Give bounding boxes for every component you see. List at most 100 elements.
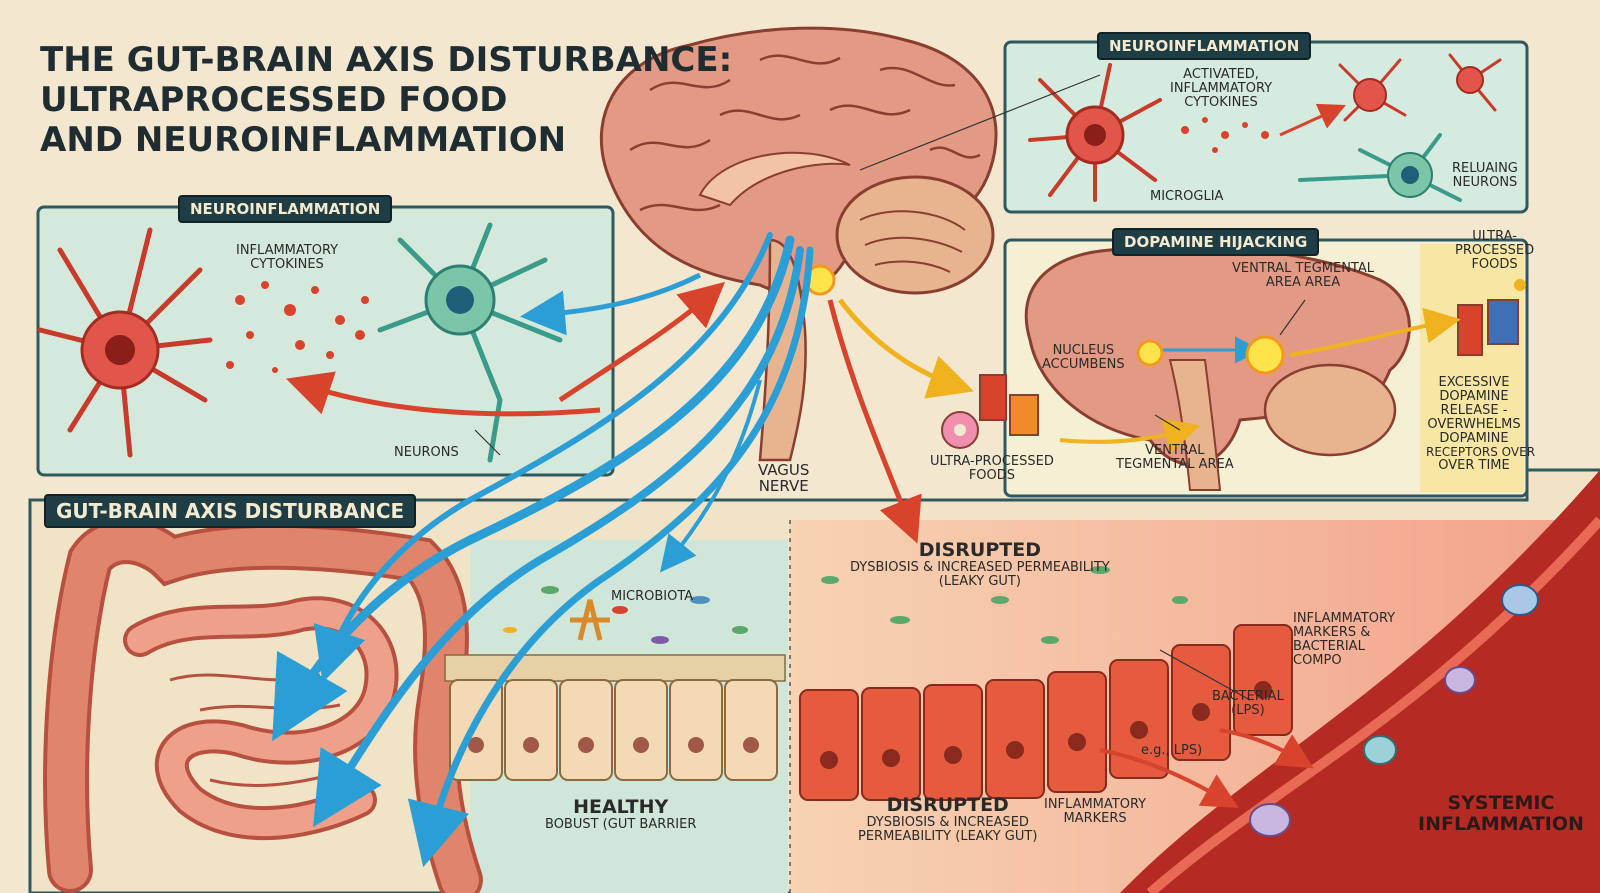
release-line-6: RECEPTORS OVER [1426, 445, 1536, 460]
microbiota-label: MICROBIOTA [611, 589, 694, 604]
disrupted-top-label: DISRUPTED DYSBIOSIS & INCREASED PERMEABI… [850, 540, 1110, 589]
disrupted-top-line-1: DISRUPTED [918, 539, 1041, 561]
vta-top-label: VENTRAL TEGMENTAL AREA AREA [1232, 261, 1374, 291]
release-line-3: RELEASE - [1440, 403, 1508, 419]
foods-right-line-1: ULTRA- [1472, 229, 1517, 244]
vta-bottom-label: VENTRAL TEGMENTAL AREA [1116, 443, 1234, 473]
neuron-cell-top-right [1298, 133, 1462, 202]
markers-bottom-line-1: INFLAMMATORY [1044, 797, 1147, 812]
page-title: THE GUT-BRAIN AXIS DISTURBANCE: ULTRAPRO… [40, 40, 732, 160]
dopamine-release-label: EXCESSIVE DOPAMINE RELEASE - OVERWHELMS … [1426, 375, 1536, 474]
title-line-3: AND NEUROINFLAMMATION [40, 120, 567, 161]
disrupted-bottom-line-2: DYSBIOSIS & INCREASED [866, 814, 1029, 830]
title-line-2: ULTRAPROCESSED FOOD [40, 80, 508, 121]
markers-bottom-label: INFLAMMATORY MARKERS [1044, 797, 1147, 827]
top-right-neuro-badge: NEUROINFLAMMATION [1097, 32, 1312, 60]
arrow-inflammation-to-brain [558, 281, 726, 403]
neurons-label: NEURONS [394, 445, 459, 460]
nucleus-line-2: ACCUMBENS [1042, 357, 1125, 373]
bacterial-line-1: BACTERIAL [1212, 689, 1284, 704]
leader-lines [474, 74, 1306, 701]
release-line-4: OVERWHELMS [1427, 417, 1521, 433]
cytokines-line-1: INFLAMMATORY [236, 243, 339, 258]
blood-vessel [1120, 470, 1600, 893]
left-neuro-badge: NEUROINFLAMMATION [178, 195, 393, 223]
disrupted-top-line-3: (LEAKY GUT) [938, 573, 1021, 589]
systemic-line-2: INFLAMMATION [1418, 812, 1584, 835]
markers-right-line-4: COMPO [1293, 653, 1342, 669]
arrow-foods-to-vta [1059, 418, 1201, 453]
activated-line-2: INFLAMMATORY [1170, 81, 1273, 97]
release-line-5: DOPAMINE [1439, 431, 1509, 447]
small-red-cell-top-right [1338, 53, 1502, 122]
microglia-cell-left [37, 227, 213, 458]
foods-right-line-3: FOODS [1471, 257, 1518, 273]
release-line-7: OVER TIME [1438, 458, 1510, 474]
disrupted-bottom-line-1: DISRUPTED [886, 794, 1009, 816]
arrow-brain-to-foods [838, 298, 974, 399]
vagus-line-1: VAGUS [758, 461, 810, 479]
foods-left-line-1: ULTRA-PROCESSED [930, 454, 1054, 469]
bacterial-lps-label: BACTERIAL (LPS) [1212, 689, 1284, 719]
dopamine-brain [1024, 244, 1411, 491]
arrow-vagus-down [660, 379, 762, 573]
microglia-label: MICROGLIA [1150, 189, 1224, 204]
disrupted-bottom-line-3: PERMEABILITY (LEAKY GUT) [858, 828, 1038, 844]
nucleus-accumbens-label: NUCLEUS ACCUMBENS [1042, 343, 1125, 373]
arrow-dopamine-to-foods [1289, 307, 1461, 357]
microglia-cell-top-right [1028, 63, 1162, 202]
markers-right-line-3: BACTERIAL [1293, 639, 1365, 655]
release-line-1: EXCESSIVE [1438, 375, 1510, 390]
vagus-line-2: NERVE [758, 477, 809, 496]
arrow-leak-to-blood-2 [1219, 728, 1314, 769]
ultra-processed-foods-right-label: ULTRA- PROCESSED FOODS [1455, 229, 1535, 273]
arrow-cytokine-to-neuron [1279, 103, 1346, 137]
markers-bottom-line-2: MARKERS [1063, 811, 1127, 827]
neurons-tr-line-1: RELUAING [1452, 161, 1518, 176]
gut-brain-badge: GUT-BRAIN AXIS DISTURBANCE [44, 494, 417, 528]
inflammatory-cytokines-label: INFLAMMATORY CYTOKINES [236, 243, 339, 273]
healthy-gut-barrier [444, 654, 786, 781]
microbiota [503, 586, 748, 644]
activated-line-1: ACTIVATED, [1183, 67, 1259, 82]
arrow-to-cytokines [286, 371, 601, 417]
release-line-2: DOPAMINE [1439, 389, 1509, 405]
foods-left-line-2: FOODS [968, 468, 1016, 484]
disrupted-bottom-label: DISRUPTED DYSBIOSIS & INCREASED PERMEABI… [858, 795, 1037, 844]
systemic-inflammation-label: SYSTEMIC INFLAMMATION [1418, 793, 1584, 834]
neurons-tr-line-2: NEURONS [1452, 175, 1518, 191]
healthy-label: HEALTHY BOBUST (GUT BARRIER [545, 797, 696, 832]
eg-lps-label: e.g., LPS) [1141, 743, 1203, 758]
healthy-line-2: BOBUST (GUT BARRIER [545, 816, 697, 832]
title-line-1: THE GUT-BRAIN AXIS DISTURBANCE: [40, 40, 733, 80]
markers-right-label: INFLAMMATORY MARKERS & BACTERIAL COMPO [1293, 611, 1396, 669]
activated-line-3: CYTOKINES [1184, 95, 1258, 111]
vta-top-line-1: VENTRAL TEGMENTAL [1232, 261, 1374, 276]
vta-top-line-2: AREA AREA [1265, 275, 1341, 291]
dopamine-badge: DOPAMINE HIJACKING [1112, 228, 1320, 256]
food-icons-right [1457, 279, 1526, 356]
neurons-top-right-label: RELUAING NEURONS [1452, 161, 1518, 191]
disrupted-gut-barrier [799, 566, 1293, 801]
cytokines-line-2: CYTOKINES [250, 257, 324, 273]
disrupted-top-line-2: DYSBIOSIS & INCREASED PERMEABILITY [850, 559, 1110, 575]
markers-right-line-2: MARKERS & [1293, 625, 1371, 641]
vta-bottom-line-1: VENTRAL [1145, 443, 1205, 458]
markers-right-line-1: INFLAMMATORY [1293, 611, 1396, 626]
arrow-leak-to-blood [1099, 748, 1239, 808]
arrow-brain-to-gut [827, 299, 922, 544]
vagus-nerve-label: VAGUS NERVE [758, 461, 810, 496]
bacterial-line-2: (LPS) [1231, 703, 1265, 719]
foods-right-line-2: PROCESSED [1455, 243, 1535, 259]
cytokine-dots-top-right [1181, 117, 1269, 153]
ultra-processed-foods-left-label: ULTRA-PROCESSED FOODS [930, 454, 1054, 484]
activated-cytokines-label: ACTIVATED, INFLAMMATORY CYTOKINES [1170, 67, 1273, 111]
systemic-line-1: SYSTEMIC [1447, 792, 1555, 814]
healthy-line-1: HEALTHY [573, 796, 669, 818]
vta-bottom-line-2: TEGMENTAL AREA [1116, 457, 1234, 473]
cytokine-dots-left [226, 281, 369, 373]
nucleus-line-1: NUCLEUS [1052, 343, 1115, 358]
food-icons-left [941, 374, 1039, 449]
